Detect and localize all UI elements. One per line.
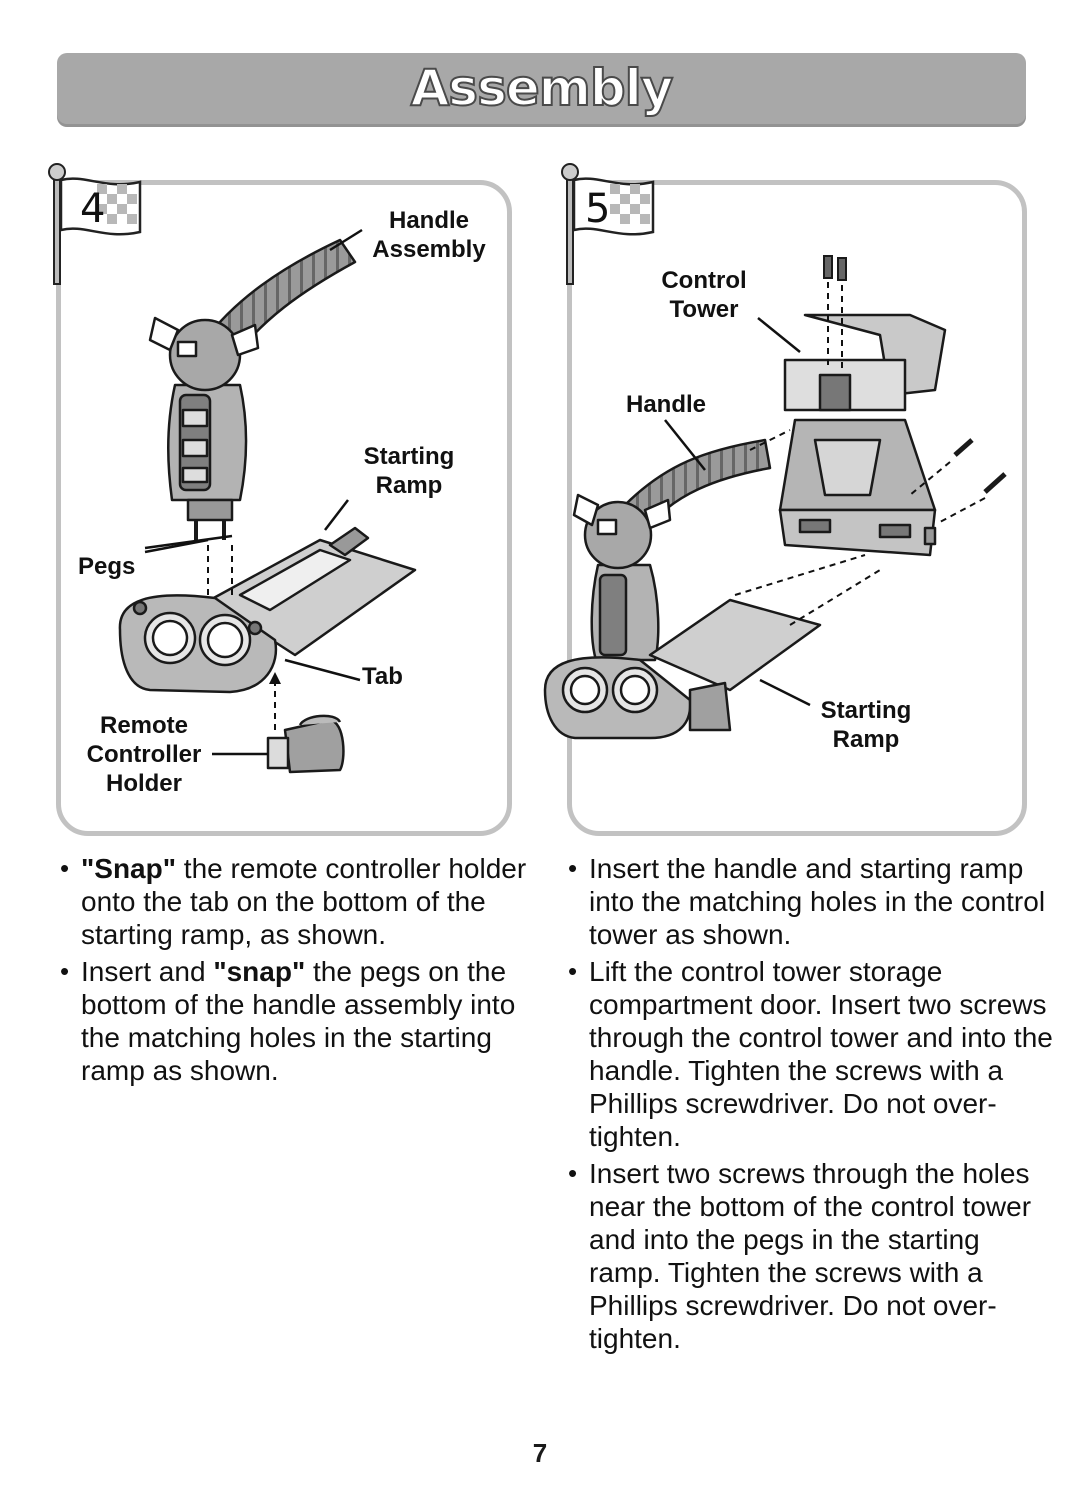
instruction-item: Insert two screws through the holes near… xyxy=(568,1157,1058,1355)
instruction-item: Insert the handle and starting ramp into… xyxy=(568,852,1058,951)
step-number: 5 xyxy=(585,186,611,232)
handle-part xyxy=(572,438,772,662)
label-handle: Handle xyxy=(625,391,706,418)
checkered-flag-icon xyxy=(48,163,142,285)
handle-assembly-part xyxy=(148,238,357,540)
starting-ramp-part xyxy=(543,598,822,740)
checkered-flag-icon xyxy=(561,163,655,285)
label-handle-assembly: Handle Assembly xyxy=(372,207,486,263)
instruction-item: "Snap" the remote controller holder onto… xyxy=(60,852,540,951)
instruction-item: Lift the control tower storage compartme… xyxy=(568,955,1058,1153)
page-number: 7 xyxy=(532,1438,548,1468)
remote-controller-holder-part xyxy=(266,714,345,774)
label-pegs: Pegs xyxy=(78,553,136,580)
section-title-bar: Assembly xyxy=(57,53,1026,127)
starting-ramp-part xyxy=(118,526,417,694)
step-number: 4 xyxy=(80,186,106,232)
step-4-instructions: "Snap" the remote controller holder onto… xyxy=(60,852,540,1091)
section-title: Assembly xyxy=(410,58,675,118)
instruction-item: Insert and "snap" the pegs on the bottom… xyxy=(60,955,540,1087)
control-tower-part xyxy=(778,313,947,557)
label-control-tower: Control Tower xyxy=(661,267,747,323)
step-5-instructions: Insert the handle and starting ramp into… xyxy=(568,852,1058,1359)
label-starting-ramp: Starting Ramp xyxy=(820,697,912,753)
screw-icon xyxy=(823,255,1007,494)
label-starting-ramp: Starting Ramp xyxy=(363,443,455,499)
label-tab: Tab xyxy=(362,663,403,690)
label-remote-controller-holder: Remote Controller Holder xyxy=(86,712,202,797)
